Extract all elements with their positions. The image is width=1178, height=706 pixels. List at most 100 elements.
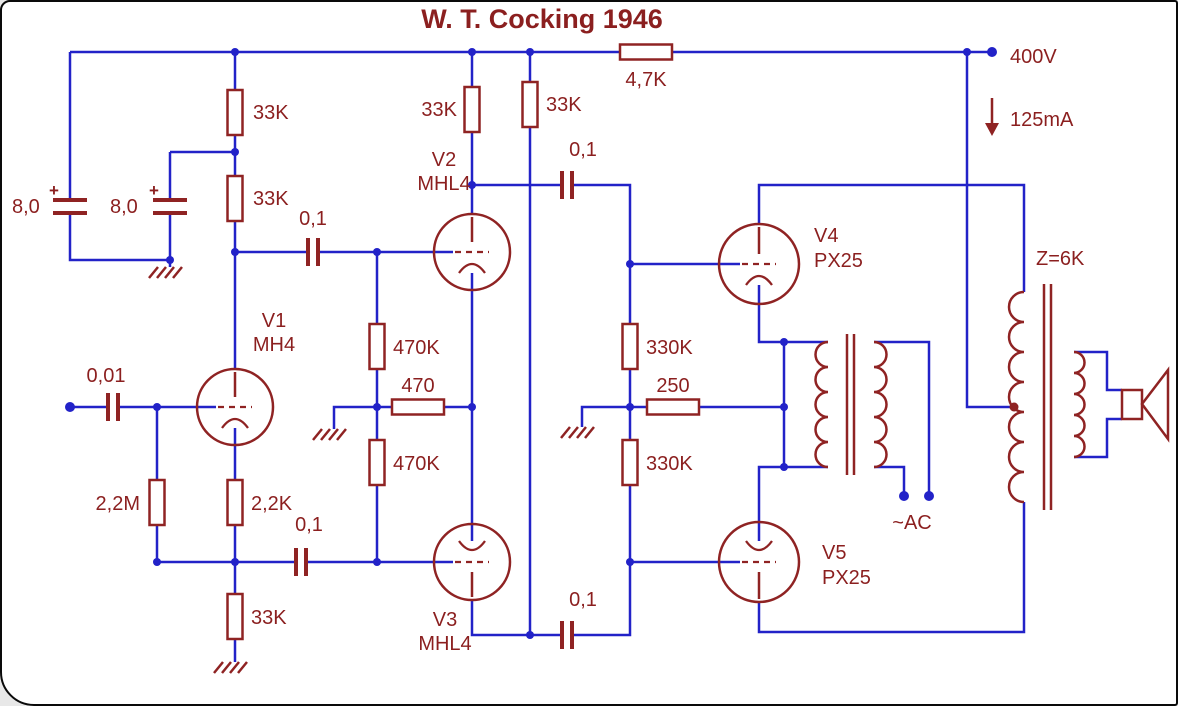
label-input-coupling: 0,01 <box>87 365 126 387</box>
resistor-phase-splitter-common <box>390 398 446 416</box>
resistor-v2-anode-load <box>463 85 481 134</box>
wire-v2-output <box>472 183 632 324</box>
input-terminal <box>65 402 75 412</box>
junction-dot <box>231 558 239 566</box>
wire-v5-plate <box>757 502 1026 634</box>
heater-secondary-coil <box>873 340 888 469</box>
capacitor-v5-coupling <box>560 621 574 649</box>
label-output-bias: 250 <box>656 375 689 397</box>
speaker-cone <box>1140 366 1170 443</box>
wire-v4-filament <box>757 285 828 344</box>
tube-v4 <box>717 222 801 306</box>
label-hv-divider-lower: 33K <box>253 188 289 210</box>
label-v3-anode-load: 33K <box>546 94 582 116</box>
wire-ground-470k <box>332 405 377 429</box>
capacitor-v4-coupling <box>560 171 574 199</box>
ground-330k <box>559 425 596 440</box>
label-smoothing-b: 8,0 <box>110 196 138 218</box>
resistor-hv-dropper <box>618 43 674 61</box>
junction-dot <box>373 558 381 566</box>
capacitor-v3-coupling <box>294 548 308 576</box>
resistor-input-grid-leak <box>148 478 166 527</box>
label-v1-tail: 33K <box>251 607 287 629</box>
label-hv-divider-upper: 33K <box>253 102 289 124</box>
heater-transformer <box>814 334 888 475</box>
tube-v1-envelope <box>195 367 275 447</box>
heater-primary-coil <box>814 340 829 469</box>
tube-v5-filament <box>745 540 773 552</box>
junction-dot <box>468 403 476 411</box>
junction-dot <box>963 48 971 56</box>
resistor-v4-grid-leak <box>621 322 639 371</box>
tube-v4-filament <box>745 274 773 286</box>
opt-core <box>1042 284 1053 510</box>
resistor-v2-grid-leak <box>368 322 386 371</box>
junction-dot <box>373 403 381 411</box>
tube-v3-cathode <box>458 540 486 552</box>
resistor-v3-anode-load <box>521 80 539 129</box>
resistor-v3-grid-leak <box>368 438 386 487</box>
junction-dot <box>526 48 534 56</box>
label-ac-supply: ~AC <box>892 512 931 534</box>
label-v2-name: V2 <box>432 149 456 171</box>
wire-smoothing-a <box>68 52 172 267</box>
speaker-icon <box>1120 366 1170 443</box>
tube-v5 <box>717 520 801 604</box>
junctions <box>65 47 1019 639</box>
capacitor-smoothing-b <box>153 198 187 215</box>
wire-v3-plate <box>470 600 562 637</box>
opt-primary-coil <box>1007 290 1025 504</box>
junction-dot <box>780 338 788 346</box>
label-v5-name: V5 <box>822 542 846 564</box>
wire-secondary-bottom <box>1074 417 1122 459</box>
label-hv-dropper: 4,7K <box>625 69 667 91</box>
tube-v1-cathode <box>221 417 249 429</box>
label-v4-name: V4 <box>814 225 838 247</box>
resistors <box>148 43 701 641</box>
junction-dot <box>780 403 788 411</box>
resistor-v1-tail <box>226 592 244 641</box>
junction-dot <box>231 148 239 156</box>
label-v3-type: MHL4 <box>418 633 471 655</box>
junction-dot <box>468 48 476 56</box>
label-v2-coupling: 0,1 <box>299 208 327 230</box>
label-smoothing-a: 8,0 <box>12 196 40 218</box>
wiring <box>68 50 1122 662</box>
capacitor-smoothing-a <box>53 198 87 215</box>
ground-470k <box>311 427 348 442</box>
junction-dot <box>468 181 476 189</box>
junction-dot <box>780 463 788 471</box>
tube-v5-envelope <box>717 520 801 604</box>
output-transformer <box>1007 284 1086 510</box>
wire-330k-low <box>572 485 632 637</box>
capacitor-v2-coupling <box>306 238 320 266</box>
schematic-title: W. T. Cocking 1946 <box>421 4 663 34</box>
junction-dot <box>626 558 634 566</box>
wire-ac-top <box>874 340 931 492</box>
resistor-hv-divider-lower <box>226 174 244 223</box>
label-v5-grid-leak: 330K <box>646 453 693 475</box>
tube-v3 <box>432 522 512 602</box>
label-v2-type: MHL4 <box>417 173 470 195</box>
capacitors <box>53 171 574 649</box>
label-v5-coupling: 0,1 <box>569 589 597 611</box>
junction-dot <box>153 558 161 566</box>
junction-dot <box>166 256 174 264</box>
opt-secondary-coil <box>1073 350 1086 459</box>
label-v5-type: PX25 <box>822 567 871 589</box>
wire-b-plus <box>965 52 1012 409</box>
tube-v2 <box>432 212 512 292</box>
label-v4-type: PX25 <box>814 250 863 272</box>
label-input-grid-leak: 2,2M <box>96 493 140 515</box>
label-supply-voltage: 400V <box>1010 46 1057 68</box>
label-opt-impedance: Z=6K <box>1036 248 1085 270</box>
resistor-v1-cathode-bias <box>226 478 244 527</box>
resistor-hv-divider-upper <box>226 88 244 137</box>
capacitor-input-coupling <box>106 393 120 421</box>
tube-v4-envelope <box>717 222 801 306</box>
junction-dot <box>231 248 239 256</box>
label-v3-name: V3 <box>433 609 457 631</box>
junction-dot <box>231 48 239 56</box>
